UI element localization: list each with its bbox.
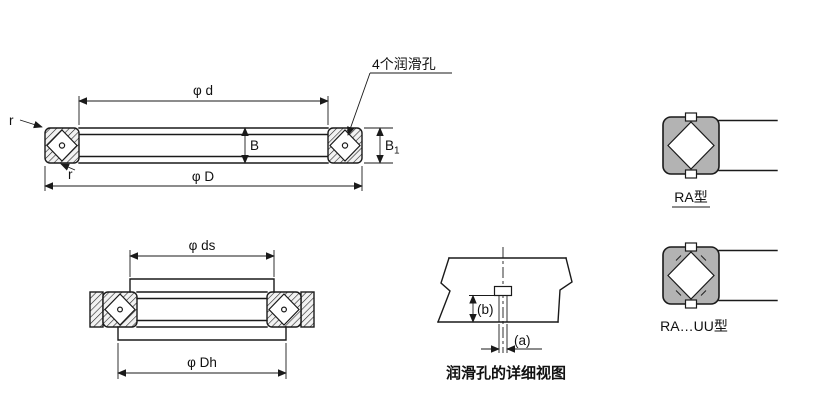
ra-uu-type-symbol: RA…UU型	[660, 242, 778, 334]
shaft-shoulder-label: φ ds	[189, 238, 216, 253]
width-b1-base: B	[385, 138, 394, 153]
lubrication-holes-callout: 4个润滑孔	[347, 56, 452, 136]
left-break-line	[437, 257, 451, 323]
ra-type-symbol: RA型	[662, 112, 778, 208]
mounting-view: φ ds φ Dh	[89, 238, 315, 379]
leader-line	[19, 119, 43, 129]
seal-mark	[675, 255, 682, 261]
ra-type-label: RA型	[674, 189, 707, 205]
right-roller-section	[266, 291, 302, 328]
ring-outline	[136, 291, 268, 328]
left-roller-section	[44, 127, 80, 164]
width-dimension: B	[241, 127, 259, 164]
roller-center-dot	[281, 306, 288, 313]
outer-diameter-dimension: φ D	[44, 166, 363, 191]
width-label: B	[250, 138, 259, 153]
width-b1-label: B1	[385, 138, 400, 157]
dim-b-label: (b)	[477, 302, 494, 317]
lubrication-hole-detail-view: (b) (a) 润滑孔的详细视图	[437, 247, 573, 382]
roller-center-dot	[341, 142, 349, 149]
bore-diameter-label: φ d	[193, 83, 213, 98]
lubrication-holes-label: 4个润滑孔	[372, 56, 436, 72]
crossed-roller-diamond	[667, 251, 715, 300]
dim-a-label: (a)	[514, 333, 531, 348]
cage-mark-top	[684, 242, 698, 252]
roller-center-dot	[116, 306, 123, 313]
ra-uu-type-label: RA…UU型	[660, 318, 728, 334]
outer-diameter-label: φ D	[192, 169, 215, 184]
cage-mark-bottom	[684, 169, 698, 179]
chamfer-top-label: r	[9, 113, 14, 128]
cage-mark-bottom	[684, 299, 698, 309]
width-b1-dimension: B1	[364, 127, 400, 164]
chamfer-top-callout: r	[9, 113, 43, 129]
dimension-b: (b)	[469, 294, 494, 323]
housing-shoulder-label: φ Dh	[187, 355, 217, 370]
chamfer-bottom-callout: r	[60, 163, 76, 182]
left-roller-section	[102, 291, 138, 328]
bore-diameter-dimension: φ d	[78, 83, 329, 125]
seal-mark	[675, 290, 682, 296]
main-cross-section-view: φ d φ D B B1 r r	[9, 56, 452, 191]
cage-mark-top	[684, 112, 698, 122]
seal-mark	[700, 290, 707, 296]
crossed-roller-diamond	[667, 121, 715, 170]
leader-line	[347, 72, 371, 136]
right-break-line	[557, 257, 573, 323]
right-clamp-section	[300, 291, 315, 328]
counterbore	[493, 285, 513, 297]
detail-caption: 润滑孔的详细视图	[446, 364, 566, 382]
right-roller-section	[327, 127, 363, 164]
width-b1-sub: 1	[394, 146, 400, 157]
housing-shoulder-dimension: φ Dh	[117, 343, 287, 379]
chamfer-bottom-label: r	[68, 167, 73, 182]
dimension-a: (a)	[481, 324, 542, 353]
shaft-shoulder-profile	[129, 278, 275, 293]
ring-outline	[78, 127, 329, 164]
shaft-shoulder-dimension: φ ds	[129, 238, 275, 277]
seal-mark	[700, 255, 707, 261]
leader-line	[60, 163, 76, 171]
housing-shoulder-profile	[117, 326, 287, 341]
left-clamp-section	[89, 291, 104, 328]
roller-center-dot	[58, 142, 66, 149]
